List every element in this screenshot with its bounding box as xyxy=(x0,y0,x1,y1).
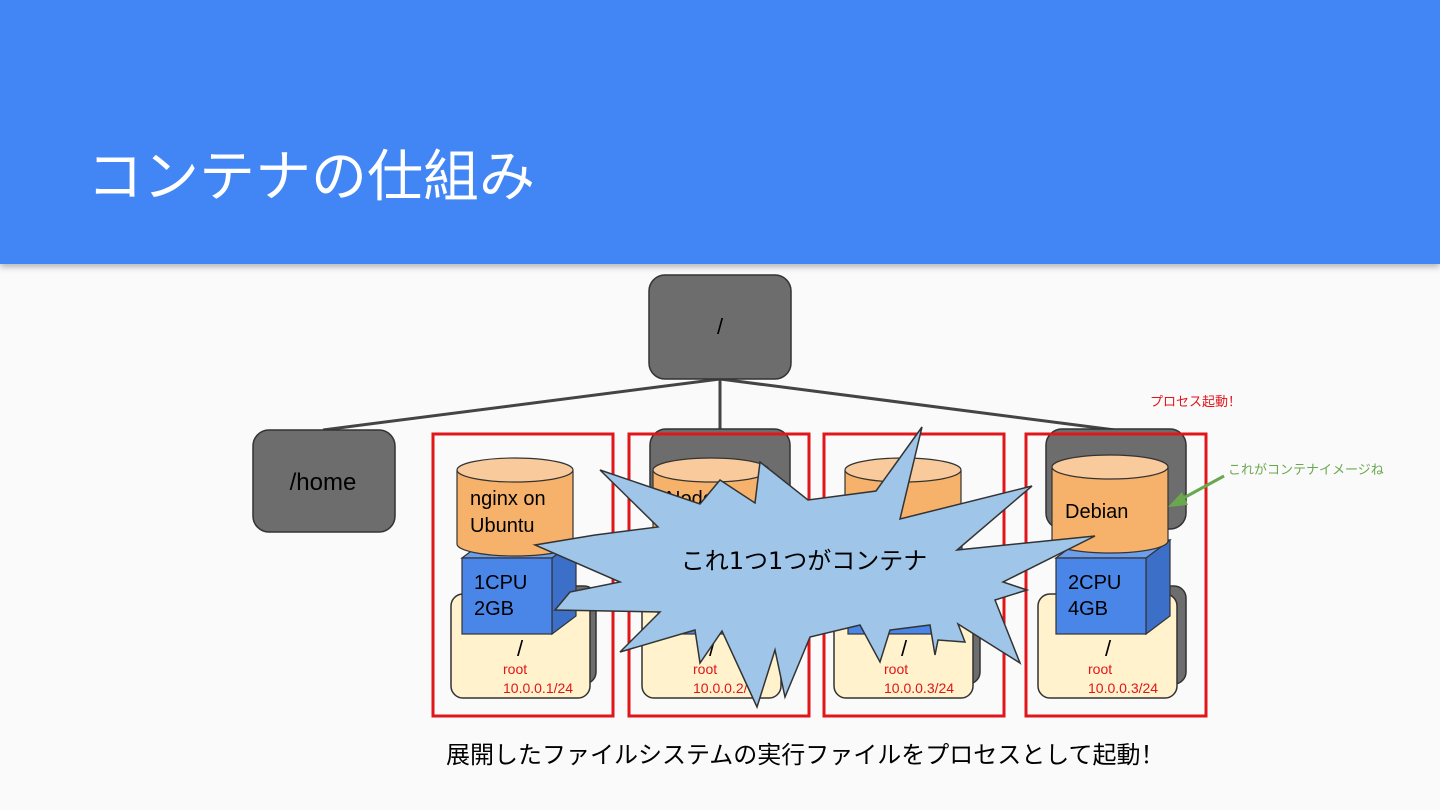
user-label: root xyxy=(503,661,527,677)
cpu-label: 2CPU xyxy=(1068,572,1121,594)
ip-label: 10.0.0.2/ xyxy=(693,680,748,696)
ip-label: 10.0.0.3/24 xyxy=(1088,680,1158,696)
fs-label: / xyxy=(517,636,524,661)
image-label-line1: nginx on xyxy=(470,488,546,510)
process-start-annotation: プロセス起動！ xyxy=(1150,395,1241,410)
user-label: root xyxy=(693,661,717,677)
fs-label: / xyxy=(901,636,908,661)
container-4: / root 10.0.0.3/24 2CPU 4GB Debian xyxy=(1024,432,1208,718)
burst-label: これ1つ1つがコンテナ xyxy=(681,547,928,575)
mem-label: 2GB xyxy=(474,598,514,620)
home-label: /home xyxy=(290,469,357,496)
mem-label: 4GB xyxy=(1068,598,1108,620)
burst-callout: これ1つ1つがコンテナ xyxy=(532,426,1096,710)
image-label-line2: Ubuntu xyxy=(470,515,535,537)
image-note-arrow xyxy=(1168,474,1225,507)
slide-header xyxy=(0,0,1440,264)
image-note-annotation: これがコンテナイメージね xyxy=(1228,463,1384,478)
home-node: /home xyxy=(252,429,396,533)
fs-label: / xyxy=(709,636,716,661)
container-border xyxy=(1024,432,1208,718)
container-1: / root 10.0.0.1/24 1CPU 2GB nginx on Ubu… xyxy=(431,432,615,718)
cpu-label: 1CPU xyxy=(474,572,527,594)
slide-title: コンテナの仕組み xyxy=(87,145,535,210)
tree-lines xyxy=(322,377,1116,432)
ip-label: 10.0.0.1/24 xyxy=(503,680,573,696)
user-label: root xyxy=(1088,661,1112,677)
fs-label: / xyxy=(1105,636,1112,661)
root-node: / xyxy=(648,274,792,380)
user-label: root xyxy=(884,661,908,677)
ip-label: 10.0.0.3/24 xyxy=(884,680,954,696)
image-label-line1: Debian xyxy=(1065,501,1128,523)
diagram-caption: 展開したファイルシステムの実行ファイルをプロセスとして起動！ xyxy=(446,741,1165,769)
root-label: / xyxy=(717,314,724,339)
